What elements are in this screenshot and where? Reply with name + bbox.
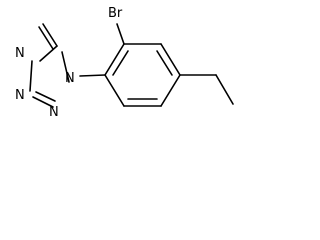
- bond-c2-to-br: [116, 23, 125, 45]
- tetrazole-bond-c5-n4-double: [38, 26, 54, 50]
- tetrazole-bond-n3-n2: [29, 60, 33, 92]
- tetrazole-bond-n2-n1-double: [35, 91, 56, 102]
- tetrazole-bond-n1-n4: [61, 51, 70, 83]
- atom-label-n-bottom: N: [49, 105, 59, 118]
- bond-ethyl-ch2-ch3: [215, 74, 234, 105]
- benzene-double-bond-inner-2: [156, 50, 173, 76]
- atom-label-n-left-bottom: N: [15, 88, 25, 103]
- bond-n1-to-aryl: [79, 74, 106, 77]
- benzene-bond-c3-c4: [160, 43, 181, 76]
- benzene-bond-c4-c5: [160, 74, 181, 107]
- benzene-bond-c1-c2: [104, 43, 125, 76]
- atom-label-br: Br: [108, 6, 123, 21]
- atom-label-n-top: N: [15, 46, 25, 61]
- tetrazole-bond-c5-n4: [42, 23, 58, 47]
- benzene-double-bond-inner-1: [112, 50, 129, 76]
- tetrazole-bond-n2-n1: [32, 96, 54, 108]
- benzene-bond-c6-c1: [104, 74, 125, 107]
- structure-canvas: Br N N N N: [0, 0, 252, 118]
- molecule-structure: Br N N N N: [15, 6, 234, 118]
- tetrazole-bond-n4-n3: [39, 45, 58, 62]
- atom-label-n-attached: N: [65, 71, 75, 86]
